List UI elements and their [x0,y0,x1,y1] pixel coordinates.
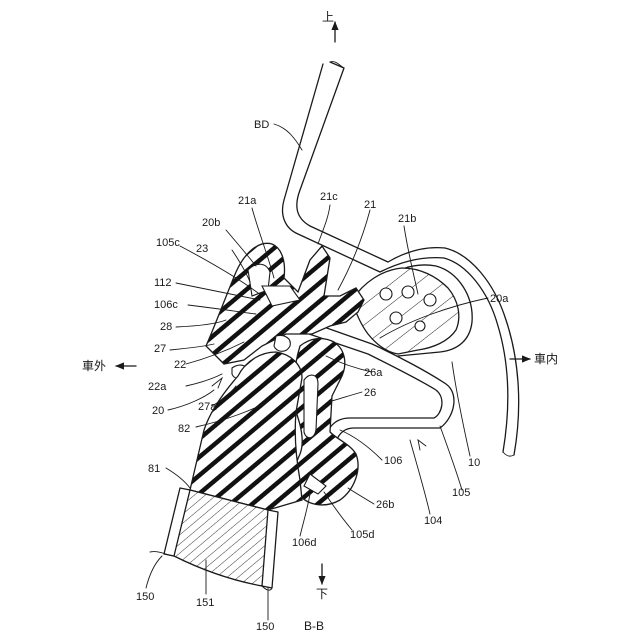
label-81: 81 [148,463,160,475]
label-21c: 21c [320,191,338,203]
label-22a: 22a [148,381,167,393]
label-150-right: 150 [256,621,274,633]
label-26: 26 [364,387,376,399]
label-26b: 26b [376,499,394,511]
label-20: 20 [152,405,164,417]
label-21a: 21a [238,195,257,207]
label-28: 28 [160,321,172,333]
label-10: 10 [468,457,480,469]
label-106d: 106d [292,537,316,549]
label-bd: BD [254,119,269,131]
label-104: 104 [424,515,442,527]
label-150-left: 150 [136,591,154,603]
label-82: 82 [178,423,190,435]
label-outside: 車外 [82,359,106,373]
label-21b: 21b [398,213,416,225]
label-112: 112 [154,277,172,289]
arrow-20-icon [212,378,222,388]
label-105d: 105d [350,529,374,541]
label-22: 22 [174,359,186,371]
seal-26-lower [294,339,358,505]
label-inside: 車内 [534,352,558,366]
arrow-104-icon [418,440,426,450]
label-151: 151 [196,597,214,609]
label-down: 下 [316,587,328,601]
label-105c: 105c [156,237,180,249]
section-label: B-B [304,619,324,633]
label-105: 105 [452,487,470,499]
trim-part-hatched [352,268,459,354]
label-106: 106 [384,455,402,467]
label-20b: 20b [202,217,220,229]
label-106c: 106c [154,299,178,311]
label-26a: 26a [364,367,383,379]
label-20a: 20a [490,293,509,305]
label-23: 23 [196,243,208,255]
door-flange-81-82 [190,352,302,510]
label-27: 27 [154,343,166,355]
label-21: 21 [364,199,376,211]
label-27a: 27a [198,401,217,413]
label-up: 上 [322,10,334,24]
